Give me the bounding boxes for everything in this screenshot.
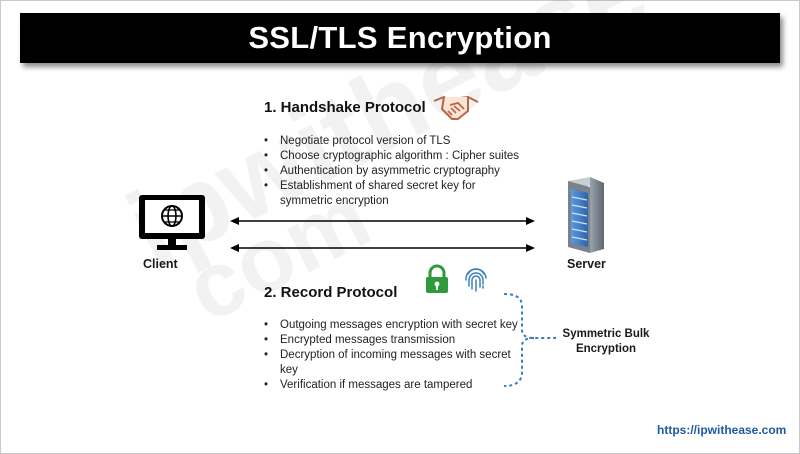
handshake-bullet-list: Negotiate protocol version of TLS Choose…	[262, 134, 522, 209]
site-url-link[interactable]: https://ipwithease.com	[657, 423, 787, 437]
list-item: Authentication by asymmetric cryptograph…	[262, 164, 522, 179]
title-banner: SSL/TLS Encryption	[20, 13, 780, 63]
list-item: Decryption of incoming messages with sec…	[262, 348, 522, 378]
fingerprint-icon	[465, 268, 487, 292]
list-item: Choose cryptographic algorithm : Cipher …	[262, 149, 522, 164]
symmetric-label-line1: Symmetric Bulk	[562, 328, 650, 340]
server-label: Server	[567, 257, 606, 271]
server-icon	[568, 177, 604, 253]
bidirectional-arrows	[230, 217, 535, 252]
symmetric-label-line2: Encryption	[575, 343, 637, 355]
list-item: Negotiate protocol version of TLS	[262, 134, 522, 149]
curly-brace	[503, 293, 556, 387]
list-item: Establishment of shared secret key for s…	[262, 179, 522, 209]
list-item: Verification if messages are tampered	[262, 378, 522, 393]
list-item: Encrypted messages transmission	[262, 333, 522, 348]
handshake-icon	[433, 96, 479, 120]
handshake-protocol-heading: 1. Handshake Protocol	[264, 99, 426, 116]
diagram-title: SSL/TLS Encryption	[248, 20, 552, 55]
list-item: Outgoing messages encryption with secret…	[262, 318, 522, 333]
record-protocol-heading: 2. Record Protocol	[264, 284, 398, 301]
monitor-globe-icon	[139, 195, 205, 250]
lock-icon	[426, 264, 448, 293]
client-label: Client	[143, 257, 178, 271]
symmetric-bulk-encryption-label: Symmetric Bulk Encryption	[556, 327, 656, 357]
record-bullet-list: Outgoing messages encryption with secret…	[262, 318, 522, 393]
